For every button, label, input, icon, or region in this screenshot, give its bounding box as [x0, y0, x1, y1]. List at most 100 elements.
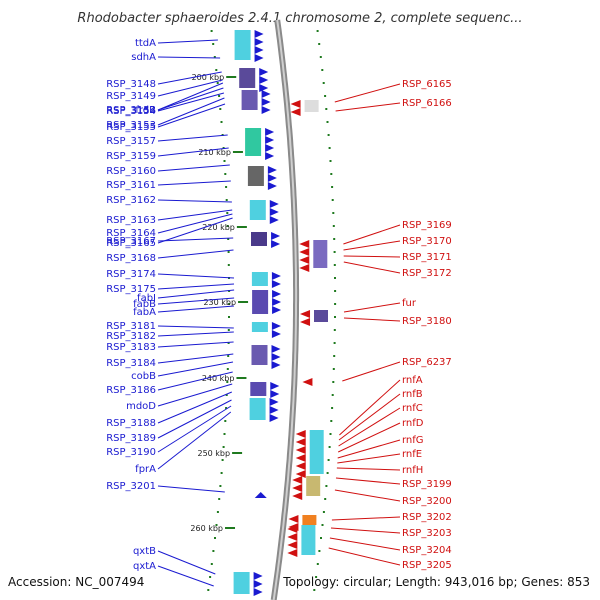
- reverse-gene-arrow: [300, 318, 311, 326]
- forward-gene-arrow: [267, 182, 277, 190]
- outer-tick: [318, 43, 321, 45]
- inner-tick: [227, 342, 230, 344]
- reverse-gene-arrow: [292, 484, 303, 492]
- inner-tick: [227, 264, 230, 266]
- gene-label-left: RSP_3154: [106, 106, 156, 117]
- forward-gene-arrow: [271, 322, 281, 330]
- gene-label-left: frdB: [135, 105, 156, 116]
- forward-gene-block: [251, 345, 268, 365]
- outer-tick: [334, 316, 336, 318]
- reverse-gene-arrow: [295, 454, 306, 462]
- outer-tick: [332, 225, 335, 227]
- gene-label-left: fabI: [137, 293, 156, 304]
- outer-tick: [324, 498, 327, 500]
- forward-gene-arrow: [267, 174, 277, 182]
- kbp-tick-label: 220 kbp: [202, 223, 235, 232]
- gene-label-left: fprA: [135, 464, 156, 475]
- leader-line-right: [343, 261, 401, 274]
- leader-line-right: [343, 302, 401, 313]
- gene-label-left: RSP_3164: [106, 228, 156, 239]
- forward-gene-arrow: [271, 280, 281, 288]
- inner-tick: [220, 121, 223, 123]
- outer-tick: [333, 329, 336, 331]
- reverse-gene-arrow: [295, 470, 306, 478]
- inner-tick: [221, 459, 224, 461]
- kbp-tick-label: 210 kbp: [198, 148, 231, 157]
- outer-tick: [326, 121, 329, 123]
- forward-gene-arrow: [265, 128, 275, 136]
- inner-tick: [213, 56, 216, 58]
- outer-tick: [332, 368, 335, 370]
- inner-tick: [216, 511, 219, 513]
- gene-label-right: RSP_3169: [402, 220, 452, 231]
- leader-line-left: [157, 209, 233, 221]
- gene-label-left: RSP_3152: [106, 105, 156, 116]
- forward-gene-arrow: [271, 330, 281, 338]
- gene-label-left: RSP_3174: [106, 269, 156, 280]
- forward-gene-arrow: [271, 272, 281, 280]
- leader-line-left: [157, 383, 233, 407]
- forward-gene-arrow: [253, 588, 263, 596]
- leader-line-right: [337, 422, 401, 453]
- leader-line-left: [157, 56, 221, 59]
- gene-label-right: rnfH: [402, 465, 423, 476]
- leader-line-left: [157, 199, 232, 203]
- gene-label-right: RSP_3202: [402, 512, 452, 523]
- inner-tick: [207, 589, 210, 591]
- inner-tick: [220, 472, 223, 474]
- inner-tick: [226, 381, 229, 383]
- gene-label-left: RSP_3190: [106, 447, 156, 458]
- inner-tick: [218, 95, 221, 97]
- outer-tick: [322, 511, 325, 513]
- leader-line-left: [157, 237, 234, 242]
- leader-line-right: [343, 255, 401, 258]
- outer-tick: [333, 355, 336, 357]
- forward-gene-block: [250, 382, 267, 396]
- gene-label-right: rnfB: [402, 389, 423, 400]
- outer-tick: [327, 134, 330, 136]
- gene-label-left: RSP_3201: [106, 481, 156, 492]
- gene-label-left: RSP_3186: [106, 385, 156, 396]
- map-title: Rhodobacter sphaeroides 2.4.1 chromosome…: [77, 11, 522, 26]
- outer-tick: [327, 459, 330, 461]
- gene-features: [233, 30, 328, 596]
- reverse-gene-arrow: [300, 310, 311, 318]
- forward-gene-arrow: [259, 76, 269, 84]
- leader-line-right: [343, 224, 401, 245]
- leader-line-right: [337, 453, 401, 464]
- reverse-gene-arrow: [287, 541, 298, 549]
- outer-tick: [329, 160, 332, 162]
- leader-line-left: [157, 485, 225, 493]
- forward-gene-arrow: [261, 98, 271, 106]
- forward-gene-arrow: [271, 361, 281, 369]
- gene-label-left: fabA: [133, 307, 156, 318]
- outer-tick: [334, 303, 337, 305]
- inner-tick: [225, 394, 228, 396]
- forward-gene-arrow: [271, 353, 281, 361]
- kbp-tick-label: 240 kbp: [202, 374, 235, 383]
- reverse-gene-block: [302, 515, 317, 525]
- leader-line-right: [343, 240, 401, 251]
- leader-line-left: [157, 213, 233, 234]
- leader-line-left: [157, 164, 230, 172]
- kbp-tick-label: 230 kbp: [203, 298, 236, 307]
- reverse-gene-block: [313, 240, 328, 268]
- outer-tick: [320, 537, 322, 539]
- leader-line-left: [157, 180, 231, 186]
- leader-line-right: [342, 361, 401, 382]
- forward-gene-arrow: [254, 46, 264, 54]
- leader-line-left: [157, 391, 232, 424]
- inner-tick: [219, 485, 222, 487]
- reverse-gene-arrow: [299, 248, 310, 256]
- gene-label-right: RSP_6165: [402, 79, 452, 90]
- gene-label-left: sdhA: [131, 52, 156, 63]
- inner-tick: [228, 303, 231, 305]
- reverse-gene-arrow: [287, 533, 298, 541]
- gene-label-left: RSP_3161: [106, 180, 156, 191]
- inner-tick: [226, 225, 229, 227]
- forward-gene-arrow: [272, 306, 282, 314]
- gene-label-left: RSP_3153: [106, 120, 156, 131]
- gene-label-right: RSP_3204: [402, 545, 452, 556]
- leader-line-left: [157, 325, 234, 329]
